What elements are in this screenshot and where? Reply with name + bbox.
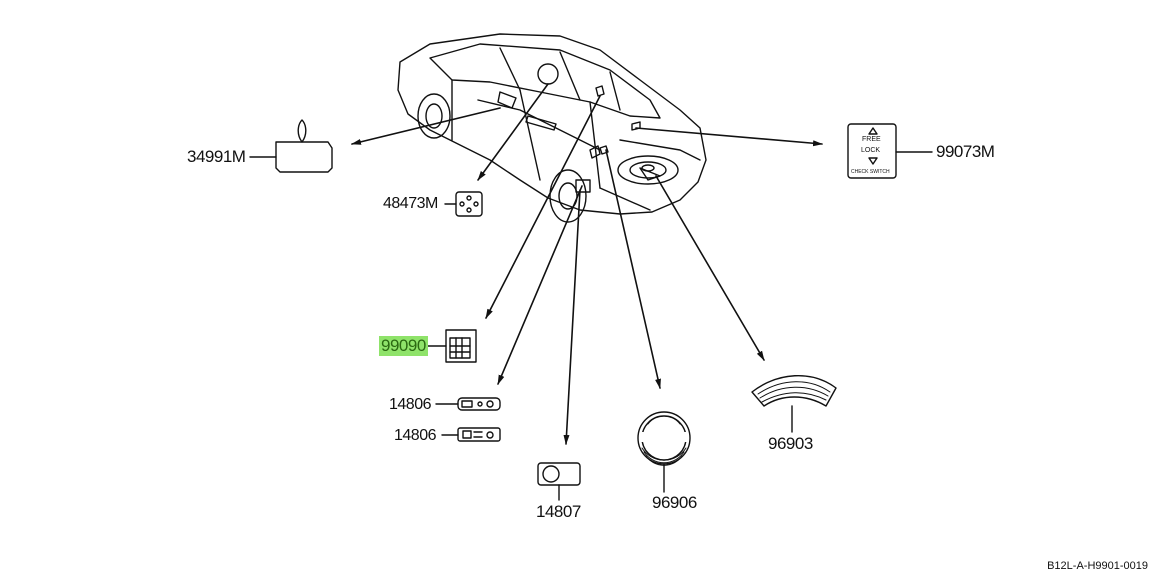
part-96903-shape [751,375,837,433]
part-14806a-shape [435,397,501,411]
part-label-48473m[interactable]: 48473M [383,195,438,212]
part-label-96906[interactable]: 96906 [652,493,697,512]
part-14806b-shape [441,427,501,442]
label-99073m-line-1: FREE [862,136,881,143]
part-label-34991m[interactable]: 34991M [187,147,246,166]
part-label-99073m[interactable]: 99073M [936,142,995,161]
car-illustration [397,33,707,223]
label-99073m-line-3: CHECK SWITCH [851,169,890,175]
part-label-14806b[interactable]: 14806 [394,427,437,444]
part-96906-shape [637,411,691,493]
part-14807-shape [537,462,581,501]
part-label-99090[interactable]: 99090 [379,336,428,356]
leader-arrows [351,83,823,445]
part-label-14806a[interactable]: 14806 [389,396,432,413]
part-label-14807[interactable]: 14807 [536,502,581,521]
drawing-code: B12L-A-H9901-0019 [1047,560,1148,572]
part-48473m-shape [444,191,483,217]
label-99073m-line-2: LOCK [861,147,881,154]
part-99090-shape [427,329,477,363]
part-34991m-shape [249,119,333,173]
part-99073m-shape [847,123,933,179]
part-label-96903[interactable]: 96903 [768,434,813,453]
